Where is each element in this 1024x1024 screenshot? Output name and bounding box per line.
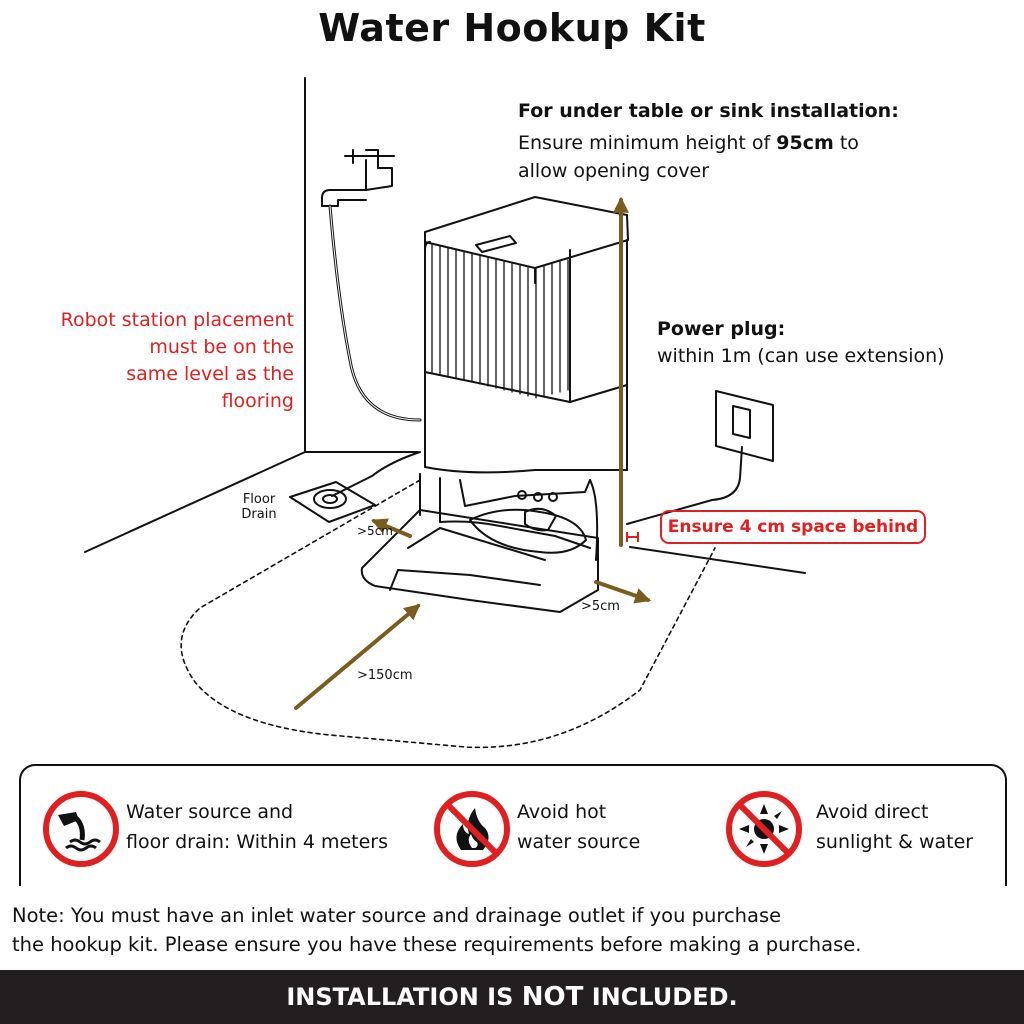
panel-cover [0,886,1024,926]
right-clearance-arrow [594,580,652,604]
no-hot-water-icon [434,791,510,867]
power-plug-text: within 1m (can use extension) [657,345,945,367]
faucet-icon [321,149,395,207]
behind-gap-marker [626,532,639,542]
behind-space-value: 4 cm [739,517,786,537]
installation-footer: INSTALLATION IS NOT INCLUDED. [0,970,1024,1024]
front-clearance-label: >150cm [357,668,413,683]
left-clearance-label: >5cm [357,524,393,538]
power-socket-icon [626,390,774,525]
behind-space-callout: Ensure 4 cm space behind [660,510,926,544]
power-cable [626,446,743,525]
left-clearance-arrow [371,518,412,538]
power-plug-heading: Power plug: [657,318,786,340]
requirements-panel [19,764,1007,914]
under-table-heading: For under table or sink installation: [518,100,899,122]
placement-note: Robot station placement must be on the s… [60,309,294,412]
water-hose [328,204,422,422]
robot-station [360,196,629,613]
floor-drain-label: Floor Drain [241,492,277,522]
drain-hose [331,451,421,497]
requirement-no-sunlight: Avoid direct sunlight & water [816,801,974,853]
min-height-value: 95cm [776,132,834,154]
floor-line-left [84,451,419,553]
page-title: Water Hookup Kit [318,6,706,50]
floor-drain-icon [289,481,376,523]
footer-emphasis: NOT [521,982,584,1012]
installation-diagram [84,77,806,749]
purchase-note: Note: You must have an inlet water sourc… [12,904,862,956]
under-table-text: Ensure minimum height of 95cm to allow o… [518,132,859,182]
water-drain-icon [43,791,119,867]
no-sunlight-icon [726,791,802,867]
clearance-zone [180,479,716,749]
floor-line-right [629,546,806,574]
right-clearance-label: >5cm [581,599,620,614]
requirement-no-hot-water: Avoid hot water source [517,801,641,853]
requirement-water-drain: Water source and floor drain: Within 4 m… [126,801,389,853]
front-clearance-arrow [294,603,421,710]
